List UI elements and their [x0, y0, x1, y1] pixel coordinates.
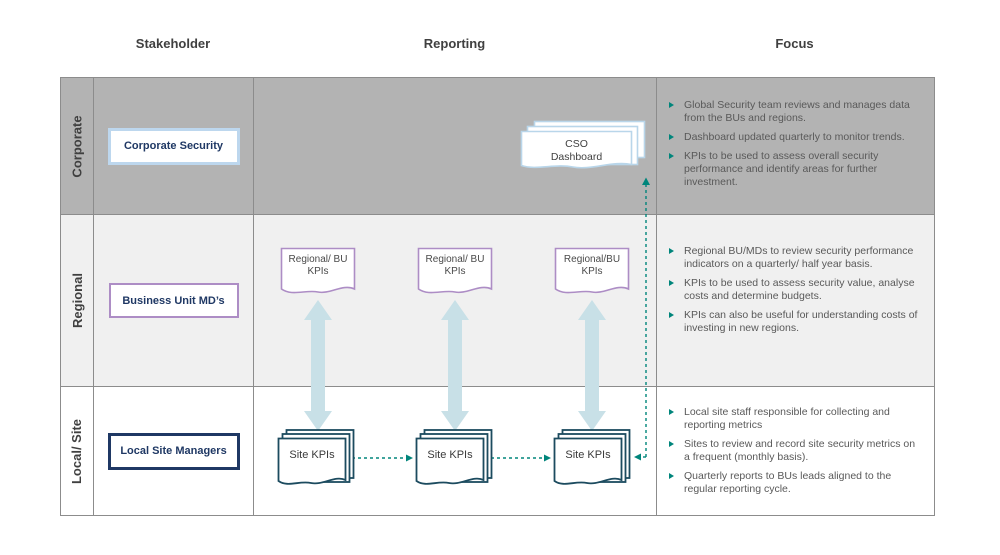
row-label-local-site: Local/ Site	[69, 418, 85, 484]
column-header-stakeholder: Stakeholder	[135, 36, 211, 51]
business-unit-mds-box: Business Unit MD’s	[108, 283, 239, 318]
bullet-icon	[669, 280, 674, 286]
row-label-corporate: Corporate	[69, 114, 85, 178]
site-kpis-label: Site KPIs	[565, 449, 611, 461]
focus-bullet: Regional BU/MDs to review security perfo…	[669, 245, 926, 271]
bullet-icon	[669, 409, 674, 415]
matrix-table: Corporate Corporate Security Global Secu…	[60, 77, 935, 516]
bullet-icon	[669, 134, 674, 140]
focus-bullet: Dashboard updated quarterly to monitor t…	[669, 131, 926, 144]
row-label-regional: Regional	[69, 273, 85, 328]
regional-kpis-doc-label: Regional/ BU KPIs	[288, 254, 348, 277]
stakeholder-cell-corporate: Corporate Security	[94, 78, 254, 215]
row-label-cell-corporate: Corporate	[61, 78, 94, 215]
row-label-cell-local-site: Local/ Site	[61, 387, 94, 515]
corporate-security-box: Corporate Security	[107, 127, 240, 165]
stakeholder-cell-regional: Business Unit MD’s	[94, 215, 254, 387]
bullet-icon	[669, 102, 674, 108]
site-kpis-label: Site KPIs	[427, 449, 473, 461]
regional-kpis-doc-label: Regional/BU KPIs	[563, 254, 621, 277]
row-label-cell-regional: Regional	[61, 215, 94, 387]
focus-bullet: Local site staff responsible for collect…	[669, 406, 926, 432]
site-kpis-label: Site KPIs	[289, 449, 335, 461]
focus-bullet: KPIs can also be useful for understandin…	[669, 309, 926, 335]
regional-kpis-doc-label: Regional/ BU KPIs	[425, 254, 485, 277]
bullet-icon	[669, 473, 674, 479]
focus-cell-regional: Regional BU/MDs to review security perfo…	[657, 215, 934, 387]
focus-bullet: Global Security team reviews and manages…	[669, 99, 926, 125]
bullet-icon	[669, 312, 674, 318]
stakeholder-cell-local-site: Local Site Managers	[94, 387, 254, 515]
focus-cell-local-site: Local site staff responsible for collect…	[657, 387, 934, 515]
bullet-icon	[669, 248, 674, 254]
column-header-focus: Focus	[775, 36, 814, 51]
focus-bullet: Quarterly reports to BUs leads aligned t…	[669, 470, 926, 496]
local-site-managers-box: Local Site Managers	[107, 432, 240, 470]
focus-bullet: Sites to review and record site security…	[669, 438, 926, 464]
column-header-reporting: Reporting	[423, 36, 486, 51]
cso-dashboard-label: CSO Dashboard	[550, 138, 603, 163]
focus-bullet: KPIs to be used to assess security value…	[669, 277, 926, 303]
focus-bullet: KPIs to be used to assess overall securi…	[669, 150, 926, 189]
reporting-cell-regional	[254, 215, 657, 387]
focus-cell-corporate: Global Security team reviews and manages…	[657, 78, 934, 215]
bullet-icon	[669, 153, 674, 159]
bullet-icon	[669, 441, 674, 447]
